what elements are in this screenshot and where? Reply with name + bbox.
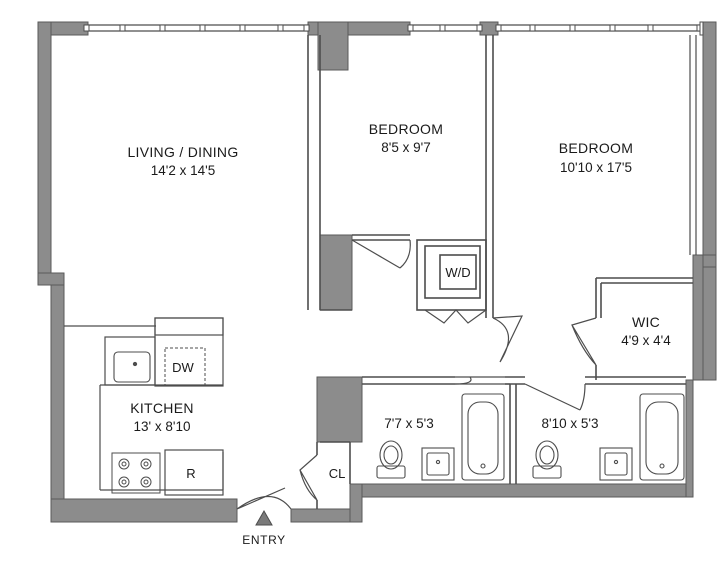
window-mullions [83,21,704,36]
bath2-dims: 8'10 x 5'3 [542,416,599,431]
entry-label: ENTRY [242,533,285,547]
dishwasher-label: DW [172,360,194,375]
washer-dryer-label: W/D [445,265,470,280]
wic-dims: 4'9 x 4'4 [621,333,671,348]
kitchen-dims: 13' x 8'10 [134,419,191,434]
bath-sink-icon [421,447,633,481]
refrigerator-label: R [186,466,195,481]
right-window [689,35,697,255]
living-dining-label: LIVING / DINING [127,144,238,160]
interior-walls [307,35,693,509]
entry-arrow-icon [255,509,273,526]
kitchen-label: KITCHEN [130,400,194,416]
bedroom2-dims: 10'10 x 17'5 [560,160,632,175]
closet-label: CL [329,466,346,481]
bathtub-icon [461,393,685,481]
dishwasher [164,347,206,386]
bedroom2-label: BEDROOM [559,140,633,156]
exterior-walls [37,21,717,523]
labels: LIVING / DINING 14'2 x 14'5 BEDROOM 8'5 … [127,121,671,547]
sink-icon [113,351,151,383]
doors [236,239,597,510]
kitchen-counters [64,317,224,496]
bath1-dims: 7'7 x 5'3 [384,416,433,431]
stove-icon [111,452,161,494]
wic-label: WIC [632,314,660,330]
toilet-icon [376,440,562,479]
living-dining-dims: 14'2 x 14'5 [151,163,215,178]
bedroom1-dims: 8'5 x 9'7 [381,140,430,155]
bedroom1-label: BEDROOM [369,121,443,137]
